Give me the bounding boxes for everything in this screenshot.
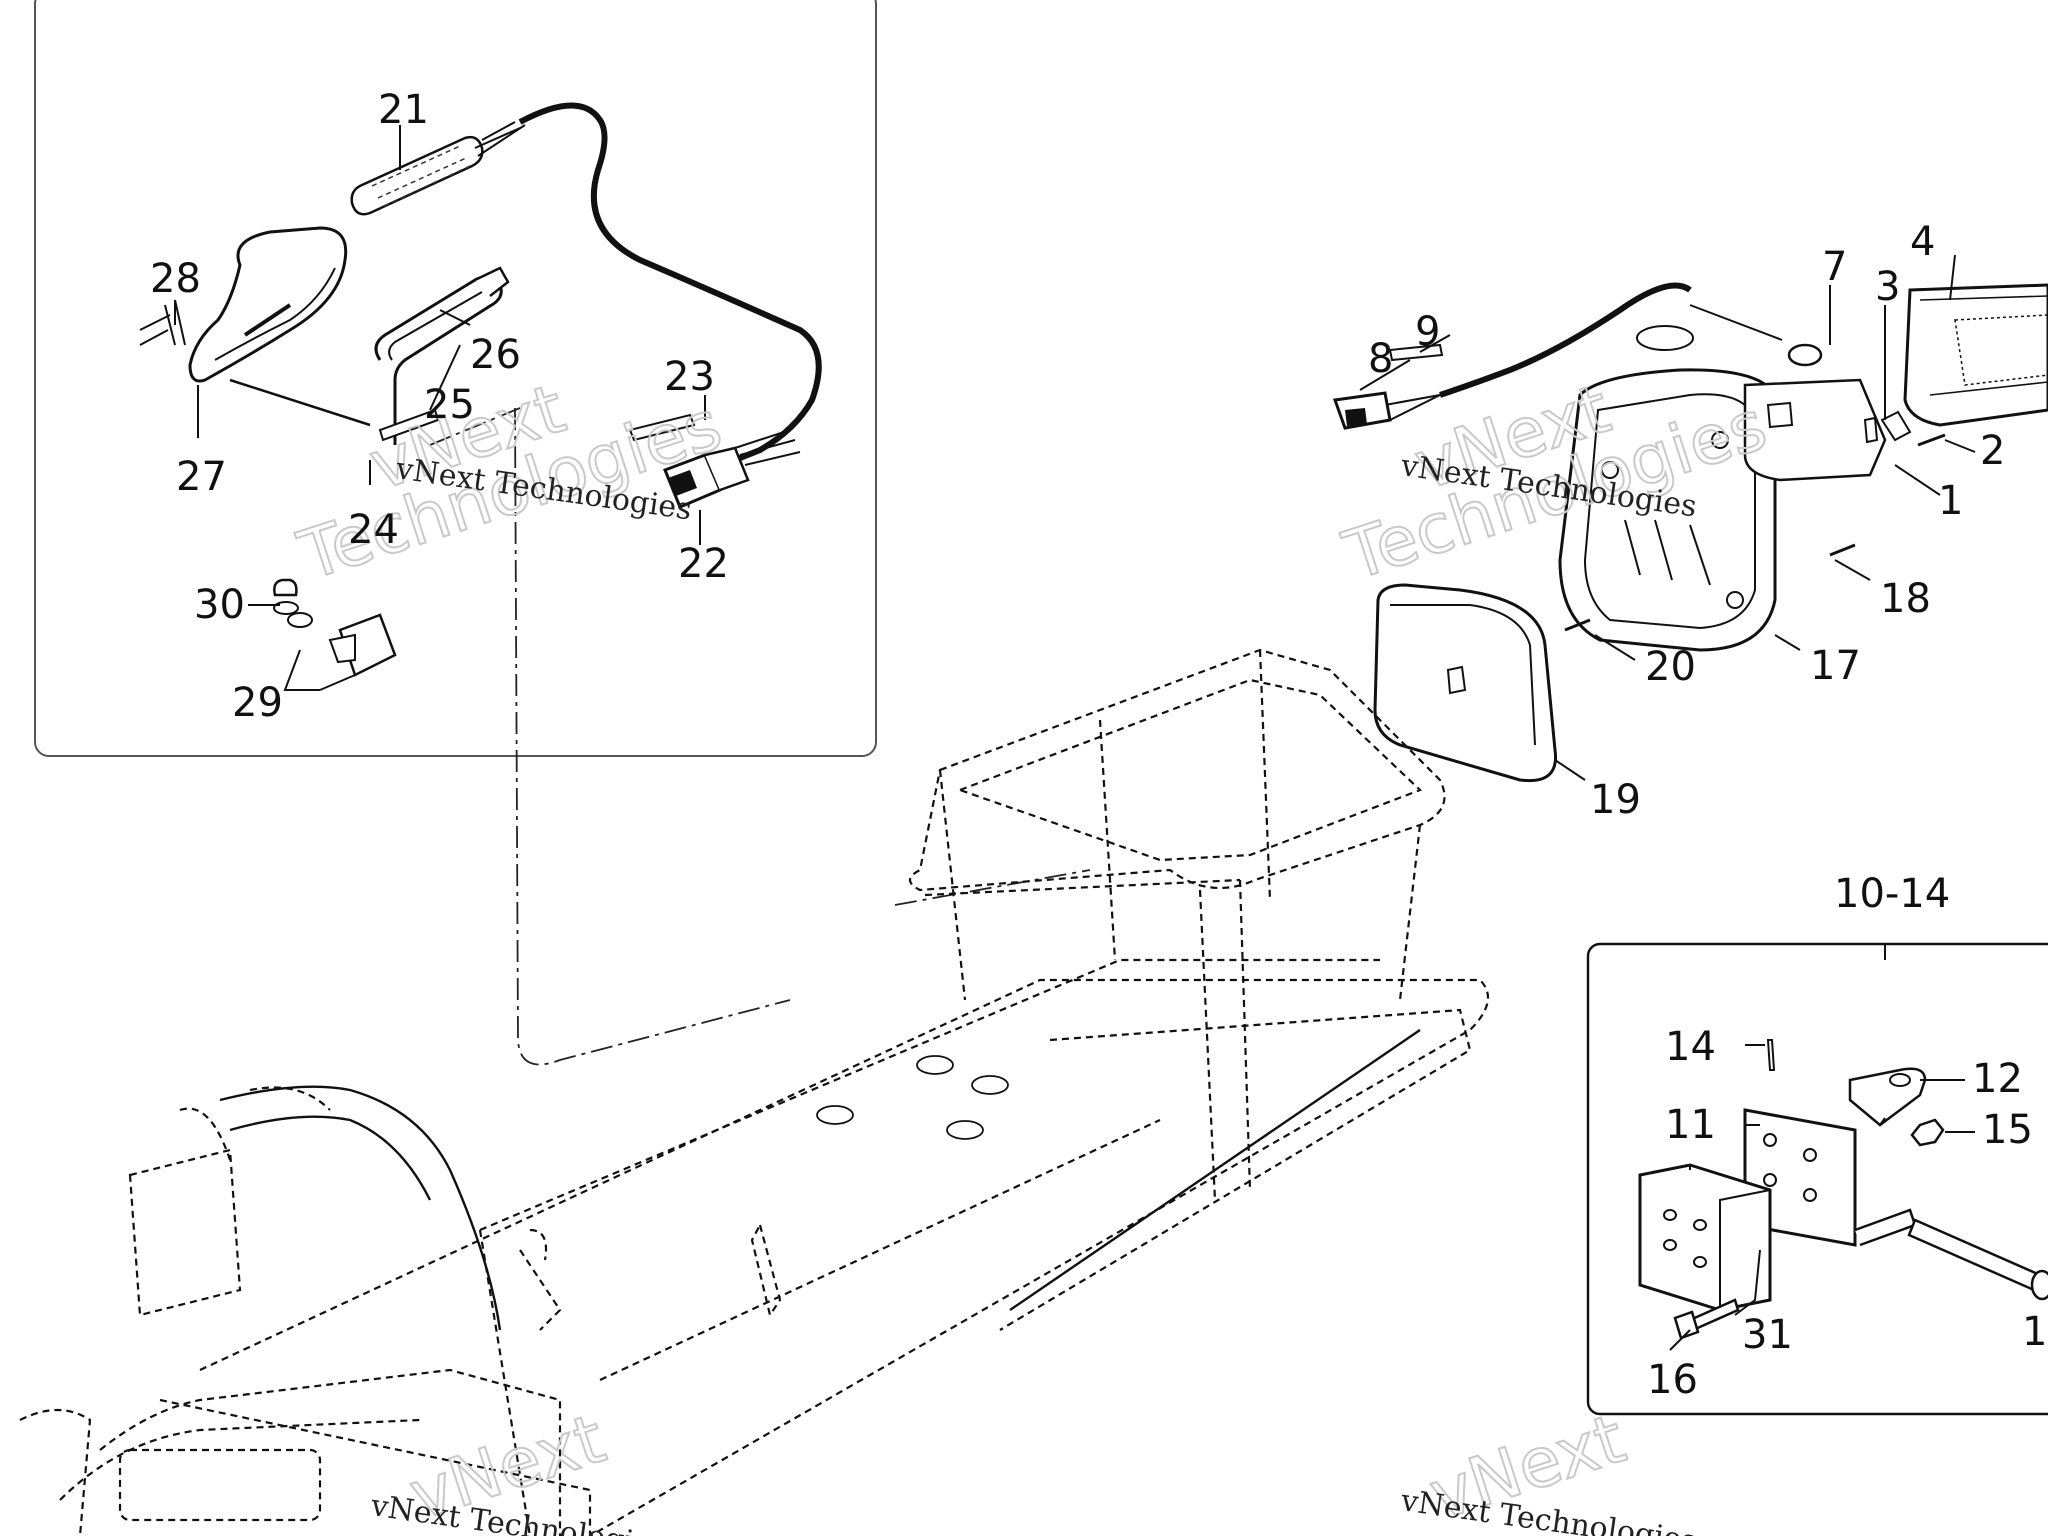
label-4: 4 [1910,219,1935,265]
label-1: 1 [1938,478,1963,524]
label-17: 17 [1810,643,1861,689]
label-11: 11 [1665,1102,1716,1148]
spacer-block-31 [1638,1163,1772,1312]
rear-rack [908,648,1446,1201]
label-26: 26 [470,332,521,378]
label-10-14: 10-14 [1834,871,1950,917]
bolt-25 [378,408,440,442]
lens-19 [1373,583,1558,783]
label-2: 2 [1980,428,2005,474]
connector-22 [663,429,801,509]
label-12: 12 [1972,1056,2023,1102]
handlebar-26 [374,266,510,445]
label-3: 3 [1875,264,1900,310]
label-24: 24 [348,507,399,553]
routing-lines [429,407,1091,1066]
label-27: 27 [176,454,227,500]
cotter-pin-14 [1766,1039,1776,1071]
nut-15 [1910,1118,1945,1147]
seat-frame-front [19,1085,562,1536]
terminal-23 [628,413,696,442]
label-21: 21 [378,87,429,133]
label-16: 16 [1647,1357,1698,1403]
mirror-27 [188,226,371,427]
label-22: 22 [678,541,729,587]
watermark-1: vNext Technologies vNext Technologies [289,369,732,598]
screws-18-20 [1564,543,1856,632]
bulb-3 [1880,410,1912,442]
switch-29-30 [273,578,397,677]
terminal-9 [1388,343,1444,362]
label-13: 13 [2022,1309,2048,1355]
label-28: 28 [150,256,201,302]
hitch-bracket-12 [1848,1067,1927,1127]
inset-box-hitch [1586,942,2048,1416]
bracket-1 [1743,378,1887,482]
hitch-pin-13 [1907,1218,2048,1301]
taillight-lens-4 [1903,283,2048,427]
label-30: 30 [194,582,245,628]
part-labels: 21 28 26 25 27 24 23 22 30 29 4 7 3 9 8 … [150,87,2048,1403]
label-8: 8 [1368,336,1393,382]
inset-box-handlebar [34,0,877,757]
clamp-28 [139,299,186,346]
label-14: 14 [1665,1024,1716,1070]
label-25: 25 [424,382,475,428]
screw-2 [1917,433,1946,447]
label-19: 19 [1590,777,1641,823]
label-31: 31 [1742,1312,1793,1358]
label-23: 23 [664,354,715,400]
label-20: 20 [1645,644,1696,690]
watermark-4: vNext vNext Technologies [1398,1399,1699,1536]
tunnel-frame [159,958,1490,1536]
label-7: 7 [1822,244,1847,290]
label-9: 9 [1415,309,1440,355]
taillight-housing-17 [1558,325,1777,652]
label-18: 18 [1880,576,1931,622]
hitch-plate-11 [1743,1108,1917,1247]
heated-grip-21 [350,102,822,473]
wire-harness-7-8 [1384,282,1692,421]
grommet-7 [1689,304,1823,367]
label-29: 29 [232,680,283,726]
connector-8 [1332,391,1392,430]
leader-lines [174,125,1976,1351]
bolt-16 [1673,1298,1740,1340]
label-15: 15 [1982,1107,2033,1153]
